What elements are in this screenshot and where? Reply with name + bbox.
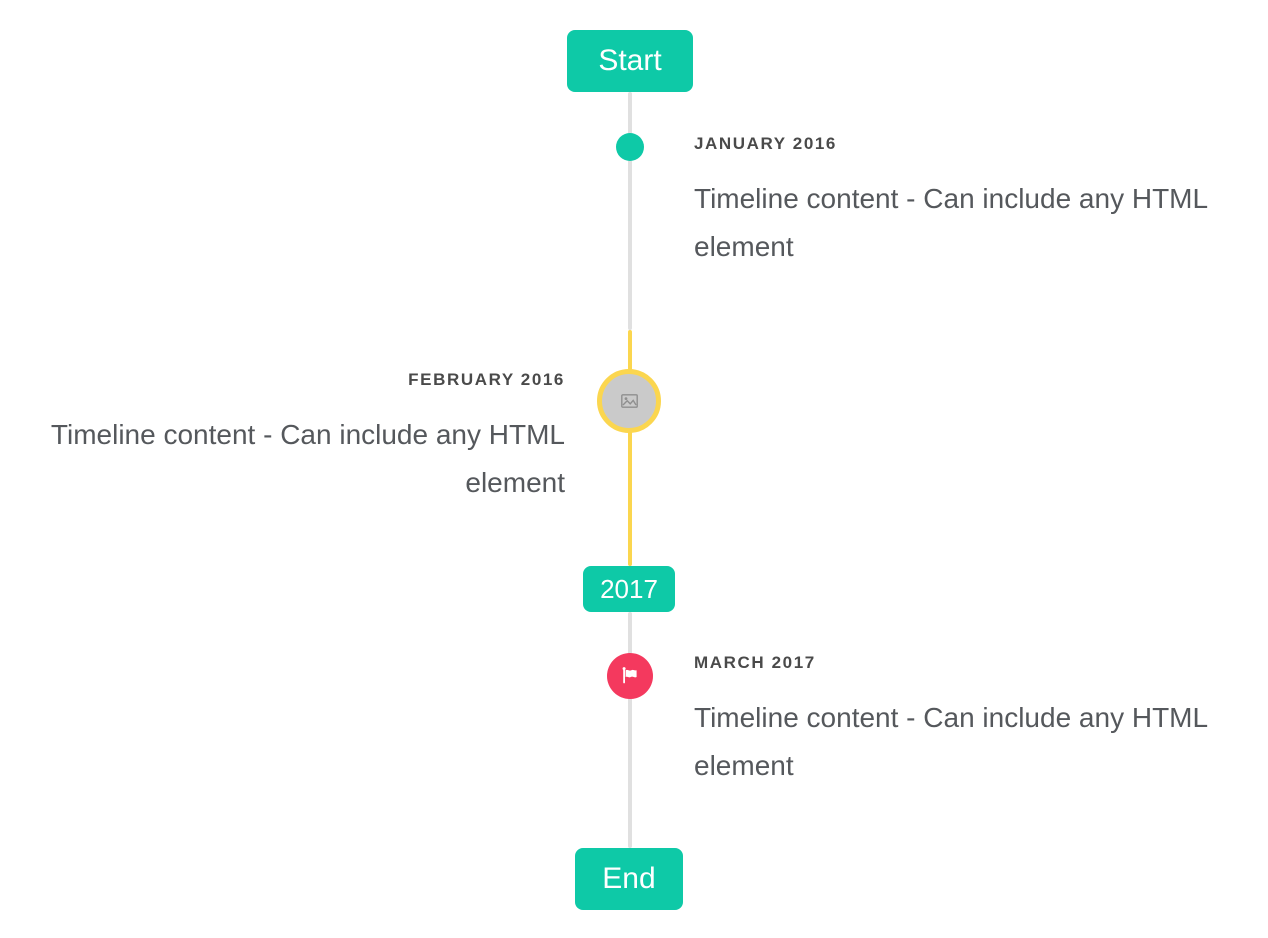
timeline-end-badge: End <box>575 848 683 910</box>
timeline-event-march: MARCH 2017 Timeline content - Can includ… <box>694 652 1218 790</box>
timeline-start-label: Start <box>598 44 662 77</box>
event-date-february: FEBRUARY 2016 <box>408 370 565 389</box>
event-date-january: JANUARY 2016 <box>694 134 837 153</box>
event-content-january: Timeline content - Can include any HTML … <box>694 183 1208 262</box>
timeline-event-february: FEBRUARY 2016 Timeline content - Can inc… <box>41 369 565 507</box>
timeline-line-segment-highlighted <box>628 330 632 566</box>
timeline-event-january: JANUARY 2016 Timeline content - Can incl… <box>694 133 1218 271</box>
timeline-year-badge: 2017 <box>583 566 675 612</box>
timeline-year-label: 2017 <box>600 573 658 604</box>
timeline-line-segment-top <box>628 92 632 330</box>
event-content-march: Timeline content - Can include any HTML … <box>694 702 1208 781</box>
timeline-marker-february-circle <box>597 369 661 433</box>
flag-icon <box>618 664 642 688</box>
timeline-end-label: End <box>602 862 656 895</box>
event-date-march: MARCH 2017 <box>694 653 816 672</box>
timeline-marker-january-dot <box>616 133 644 161</box>
event-content-february: Timeline content - Can include any HTML … <box>50 419 565 498</box>
timeline-start-badge: Start <box>567 30 693 92</box>
timeline-marker-march-circle <box>607 653 653 699</box>
timeline-line-segment-bottom <box>628 612 632 848</box>
broken-image-icon <box>620 394 638 408</box>
